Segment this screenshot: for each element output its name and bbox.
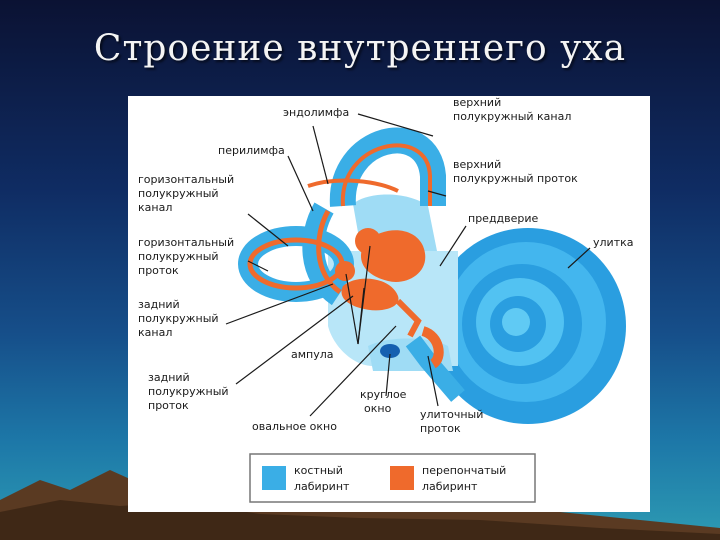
label-posterior-duct: задний полукружный проток [148,371,229,412]
legend-bony-label: костный [294,464,343,477]
svg-text:полукружный: полукружный [138,312,219,325]
label-perilymph: перилимфа [218,144,285,157]
svg-text:верхний: верхний [453,158,501,171]
svg-text:верхний: верхний [453,96,501,109]
slide-title: Строение внутреннего уха [0,28,720,69]
svg-text:круглое: круглое [360,388,407,401]
svg-text:полукружный канал: полукружный канал [453,110,571,123]
svg-text:канал: канал [138,326,172,339]
label-cochlear-duct: улиточный проток [420,408,483,435]
svg-text:полукружный: полукружный [138,250,219,263]
label-vestibule: преддверие [468,212,539,225]
svg-text:задний: задний [138,298,180,311]
svg-text:окно: окно [364,402,392,415]
label-superior-canal: верхний полукружный канал [453,96,571,123]
label-horizontal-canal: горизонтальный полукружный канал [138,173,234,214]
legend-membranous-label: перепончатый [422,464,506,477]
legend: костный лабиринт перепончатый лабиринт [250,454,535,502]
svg-text:проток: проток [148,399,189,412]
svg-text:лабиринт: лабиринт [294,480,350,493]
label-superior-duct: верхний полукружный проток [453,158,578,185]
svg-text:задний: задний [148,371,190,384]
svg-text:горизонтальный: горизонтальный [138,173,234,186]
label-oval-window: овальное окно [252,420,337,433]
legend-swatch-membranous [390,466,414,490]
label-posterior-canal: задний полукружный канал [138,298,219,339]
svg-text:проток: проток [420,422,461,435]
svg-text:полукружный: полукружный [138,187,219,200]
label-ampulla: ампула [291,348,334,361]
svg-text:горизонтальный: горизонтальный [138,236,234,249]
svg-text:улиточный: улиточный [420,408,483,421]
svg-text:лабиринт: лабиринт [422,480,478,493]
svg-text:полукружный: полукружный [148,385,229,398]
label-horizontal-duct: горизонтальный полукружный проток [138,236,234,277]
label-endolymph: эндолимфа [283,106,349,119]
legend-swatch-bony [262,466,286,490]
label-round-window: круглое окно [360,388,407,415]
label-cochlea: улитка [593,236,633,249]
svg-text:проток: проток [138,264,179,277]
svg-text:полукружный проток: полукружный проток [453,172,578,185]
inner-ear-diagram: эндолимфа перилимфа горизонтальный полук… [128,96,650,512]
svg-text:канал: канал [138,201,172,214]
